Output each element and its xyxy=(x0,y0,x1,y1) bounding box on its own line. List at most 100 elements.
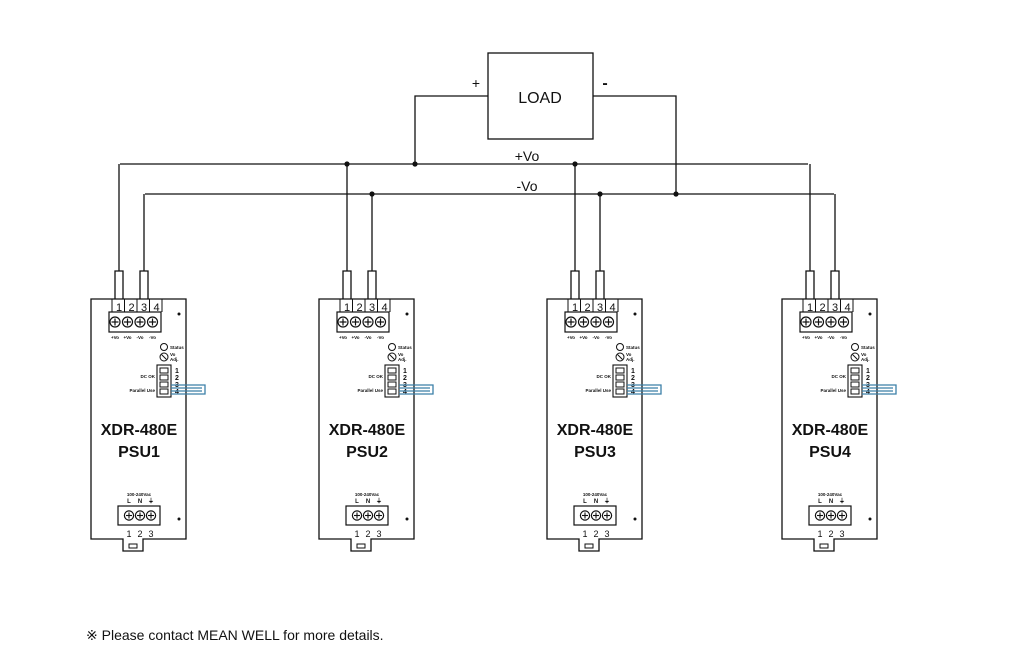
signal-pin-slot xyxy=(159,374,169,381)
psu-body xyxy=(781,298,878,552)
output-pin-label: -Vo xyxy=(377,335,384,340)
input-pin-number: 1 xyxy=(354,529,359,539)
output-pin-number: 4 xyxy=(844,302,850,314)
dc-ok-label: DC OK xyxy=(597,374,612,379)
output-pin-number: 3 xyxy=(597,302,603,314)
signal-pin-number: 1 xyxy=(403,368,407,375)
output-pin-number: 3 xyxy=(369,302,375,314)
mounting-dot xyxy=(633,312,637,316)
psu-positive-loop xyxy=(570,270,580,299)
output-pin-label: +Vo xyxy=(802,335,810,340)
signal-pin-number: 2 xyxy=(175,375,179,382)
output-pin-label: -Vo xyxy=(828,335,835,340)
status-label: Status xyxy=(398,345,412,350)
status-led-icon xyxy=(616,343,624,351)
output-pin-number: 1 xyxy=(116,302,122,314)
psu-model: XDR-480E xyxy=(101,422,178,439)
signal-pin-number: 1 xyxy=(866,368,870,375)
vo-adj-label-line1: Vo xyxy=(170,352,176,357)
junction-dot xyxy=(412,161,418,167)
output-pin-label: -Vo xyxy=(149,335,156,340)
din-clip xyxy=(128,543,138,549)
signal-pin-number: 4 xyxy=(403,389,407,396)
signal-pin-slot xyxy=(615,374,625,381)
signal-pin-number: 4 xyxy=(866,389,870,396)
vo-adj-label-line2: Adj. xyxy=(861,357,870,362)
status-led-icon xyxy=(388,343,396,351)
signal-pin-slot xyxy=(615,367,625,374)
signal-pin-slot xyxy=(850,367,860,374)
psu-name: PSU2 xyxy=(346,444,388,461)
input-pin-label: ⏚ xyxy=(376,498,382,505)
psu-positive-loop xyxy=(805,270,815,299)
psu-model: XDR-480E xyxy=(329,422,406,439)
input-pin-number: 1 xyxy=(582,529,587,539)
output-pin-label: -Vo xyxy=(593,335,600,340)
psu-positive-loop xyxy=(114,270,124,299)
input-pin-label: ⏚ xyxy=(604,498,610,505)
signal-pin-number: 1 xyxy=(631,368,635,375)
signal-pin-number: 2 xyxy=(866,375,870,382)
output-pin-number: 1 xyxy=(807,302,813,314)
load-positive-wire xyxy=(414,95,488,164)
mounting-dot xyxy=(177,312,181,316)
mounting-dot xyxy=(177,517,181,521)
knob-slot xyxy=(389,354,395,360)
signal-pin-number: 4 xyxy=(175,389,179,396)
input-pin-number: 3 xyxy=(839,529,844,539)
knob-slot xyxy=(161,354,167,360)
psu-negative-loop xyxy=(367,270,377,299)
bus-junctions xyxy=(344,161,679,197)
psu-negative-loop xyxy=(139,270,149,299)
input-pin-label: L xyxy=(818,499,822,505)
din-clip xyxy=(356,543,366,549)
input-pin-number: 1 xyxy=(126,529,131,539)
signal-pin-slot xyxy=(615,388,625,395)
output-pin-number: 1 xyxy=(572,302,578,314)
vo-adj-label-line1: Vo xyxy=(626,352,632,357)
output-pin-number: 1 xyxy=(344,302,350,314)
dc-ok-label: DC OK xyxy=(369,374,384,379)
vo-adj-label-line1: Vo xyxy=(861,352,867,357)
vo-adj-label-line2: Adj. xyxy=(626,357,635,362)
psu-body xyxy=(90,298,187,552)
parallel-use-label: Parallel Use xyxy=(357,388,383,393)
signal-pin-slot xyxy=(387,374,397,381)
status-label: Status xyxy=(861,345,875,350)
output-pin-label: +Vo xyxy=(567,335,575,340)
signal-pin-slot xyxy=(850,374,860,381)
input-pin-number: 2 xyxy=(137,529,142,539)
output-pin-label: -Vo xyxy=(840,335,847,340)
vo-adj-label-line1: Vo xyxy=(398,352,404,357)
load-label: LOAD xyxy=(518,90,562,107)
knob-slot xyxy=(617,354,623,360)
signal-pin-number: 2 xyxy=(631,375,635,382)
psu-model: XDR-480E xyxy=(792,422,869,439)
input-pin-number: 3 xyxy=(148,529,153,539)
output-pin-number: 4 xyxy=(609,302,615,314)
output-pin-number: 2 xyxy=(356,302,362,314)
input-pin-label: L xyxy=(583,499,587,505)
input-pin-number: 2 xyxy=(365,529,370,539)
output-pin-label: -Vo xyxy=(137,335,144,340)
footer-note: ※ Please contact MEAN WELL for more deta… xyxy=(86,627,384,643)
junction-dot xyxy=(673,191,679,197)
output-pin-number: 4 xyxy=(381,302,387,314)
parallel-use-label: Parallel Use xyxy=(129,388,155,393)
psu-negative-loop xyxy=(830,270,840,299)
mounting-dot xyxy=(868,517,872,521)
signal-pin-slot xyxy=(159,381,169,388)
output-pin-label: +Vo xyxy=(351,335,359,340)
psu-name: PSU3 xyxy=(574,444,616,461)
status-label: Status xyxy=(626,345,640,350)
output-pin-label: +Vo xyxy=(123,335,131,340)
signal-pin-slot xyxy=(387,381,397,388)
output-pin-number: 2 xyxy=(819,302,825,314)
input-voltage-label: 100-240Vac xyxy=(818,492,843,497)
signal-pin-number: 1 xyxy=(175,368,179,375)
vo-adj-label-line2: Adj. xyxy=(398,357,407,362)
input-pin-label: N xyxy=(366,499,370,505)
